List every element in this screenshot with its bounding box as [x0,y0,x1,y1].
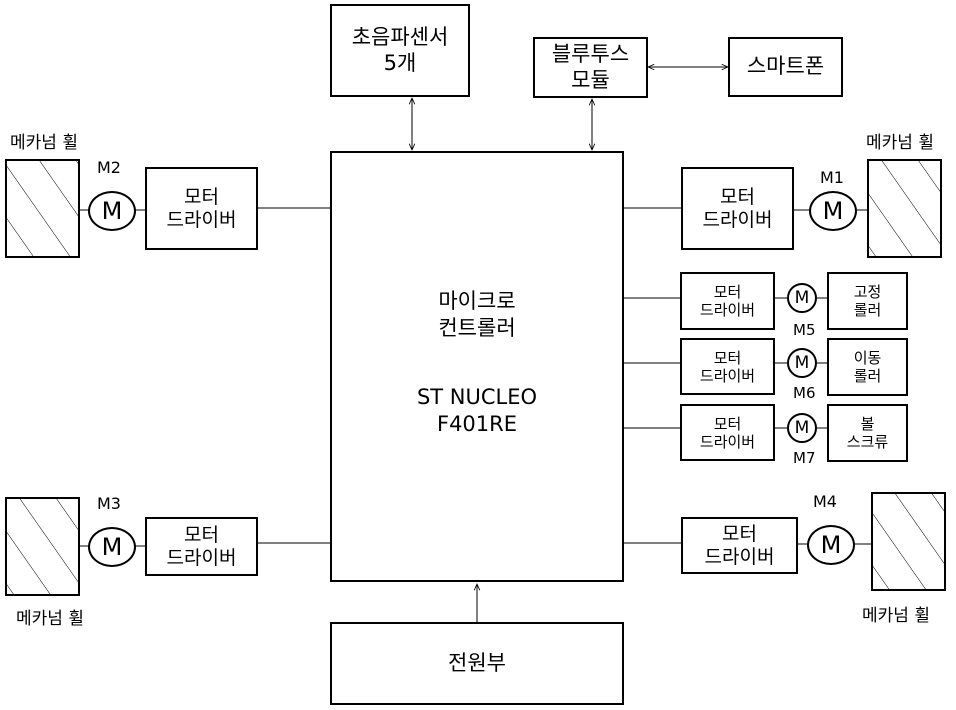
motor-m7: M [787,413,817,443]
moving-roller-block: 이동 롤러 [827,338,908,396]
motor-driver-m5: 모터 드라이버 [680,272,775,330]
motor-m7-symbol: M [794,418,810,438]
driver-m6-line2: 드라이버 [699,366,756,385]
ball-screw-line2: 스크류 [846,433,889,451]
motor-label-m4: M4 [813,492,837,511]
motor-driver-m3: 모터 드라이버 [145,517,258,576]
driver-m3-line2: 드라이버 [166,546,237,569]
power-label: 전원부 [448,650,506,675]
motor-m6: M [787,348,817,378]
microcontroller-block [330,151,624,582]
motor-m4-symbol: M [820,531,842,559]
motor-m4: M [807,525,855,565]
motor-label-m7: M7 [793,449,816,467]
motor-m3-symbol: M [101,533,123,561]
wheel-label-m4: 메카넘 휠 [862,606,930,626]
fixed-roller-line1: 고정 [853,283,882,301]
motor-driver-m4: 모터 드라이버 [681,517,798,574]
motor-m1: M [809,191,857,231]
driver-m5-line2: 드라이버 [699,301,756,319]
motor-driver-m2: 모터 드라이버 [145,167,258,250]
fixed-roller-block: 고정 롤러 [827,272,908,330]
ultrasonic-sensor-block: 초음파센서 5개 [330,4,470,97]
wheel-label-m2: 메카넘 휠 [10,133,78,153]
motor-label-m3: M3 [97,494,121,513]
motor-label-m2: M2 [97,158,121,177]
power-supply-block: 전원부 [330,622,624,705]
wheel-label-m1: 메카넘 휠 [866,133,934,153]
wheel-label-m3: 메카넘 휠 [16,609,84,629]
driver-m1-line2: 드라이버 [702,208,773,231]
wheel-m1 [867,159,942,258]
ball-screw-line1: 볼 [860,415,875,433]
driver-m6-line1: 모터 [713,348,742,367]
motor-driver-m6: 모터 드라이버 [680,338,775,395]
moving-roller-line1: 이동 [853,349,882,367]
driver-m2-line1: 모터 [184,185,219,208]
driver-m7-line2: 드라이버 [699,432,756,451]
moving-roller-line2: 롤러 [853,367,882,385]
motor-m5: M [787,283,817,313]
motor-label-m6: M6 [793,384,816,402]
driver-m5-line1: 모터 [713,283,742,301]
sensor-line2: 5개 [383,50,417,75]
motor-label-m1: M1 [820,168,844,187]
motor-driver-m7: 모터 드라이버 [680,404,775,461]
mcu-line2: 컨트롤러 [438,316,516,341]
motor-m5-symbol: M [794,288,810,308]
driver-m4-line2: 드라이버 [704,545,775,568]
driver-m1-line1: 모터 [720,185,755,208]
driver-m7-line1: 모터 [713,414,742,433]
mcu-title: 마이크로 컨트롤러 [330,288,624,343]
smartphone-block: 스마트폰 [728,37,843,97]
motor-m2: M [88,191,136,231]
fixed-roller-line2: 롤러 [853,301,882,319]
driver-m3-line1: 모터 [184,523,219,546]
bluetooth-line2: 모듈 [571,67,610,92]
mcu-line1: 마이크로 [438,289,516,313]
bluetooth-line1: 블루투스 [551,42,630,67]
ball-screw-block: 볼 스크류 [827,404,908,462]
driver-m4-line1: 모터 [722,522,757,545]
wheel-m4 [871,492,946,591]
sensor-line1: 초음파센서 [351,25,449,50]
wheel-m2 [5,159,80,258]
mcu-model: ST NUCLEO F401RE [330,384,624,439]
motor-m6-symbol: M [794,353,810,373]
mcu-line4: F401RE [436,412,518,437]
motor-m1-symbol: M [822,197,844,225]
mcu-line3: ST NUCLEO [416,385,538,409]
wheel-m3 [5,497,80,596]
smartphone-label: 스마트폰 [746,54,825,79]
motor-m3: M [88,527,136,567]
motor-m2-symbol: M [101,197,123,225]
bluetooth-module-block: 블루투스 모듈 [533,37,648,98]
motor-label-m5: M5 [793,321,816,339]
motor-driver-m1: 모터 드라이버 [681,167,794,250]
driver-m2-line2: 드라이버 [166,208,237,231]
